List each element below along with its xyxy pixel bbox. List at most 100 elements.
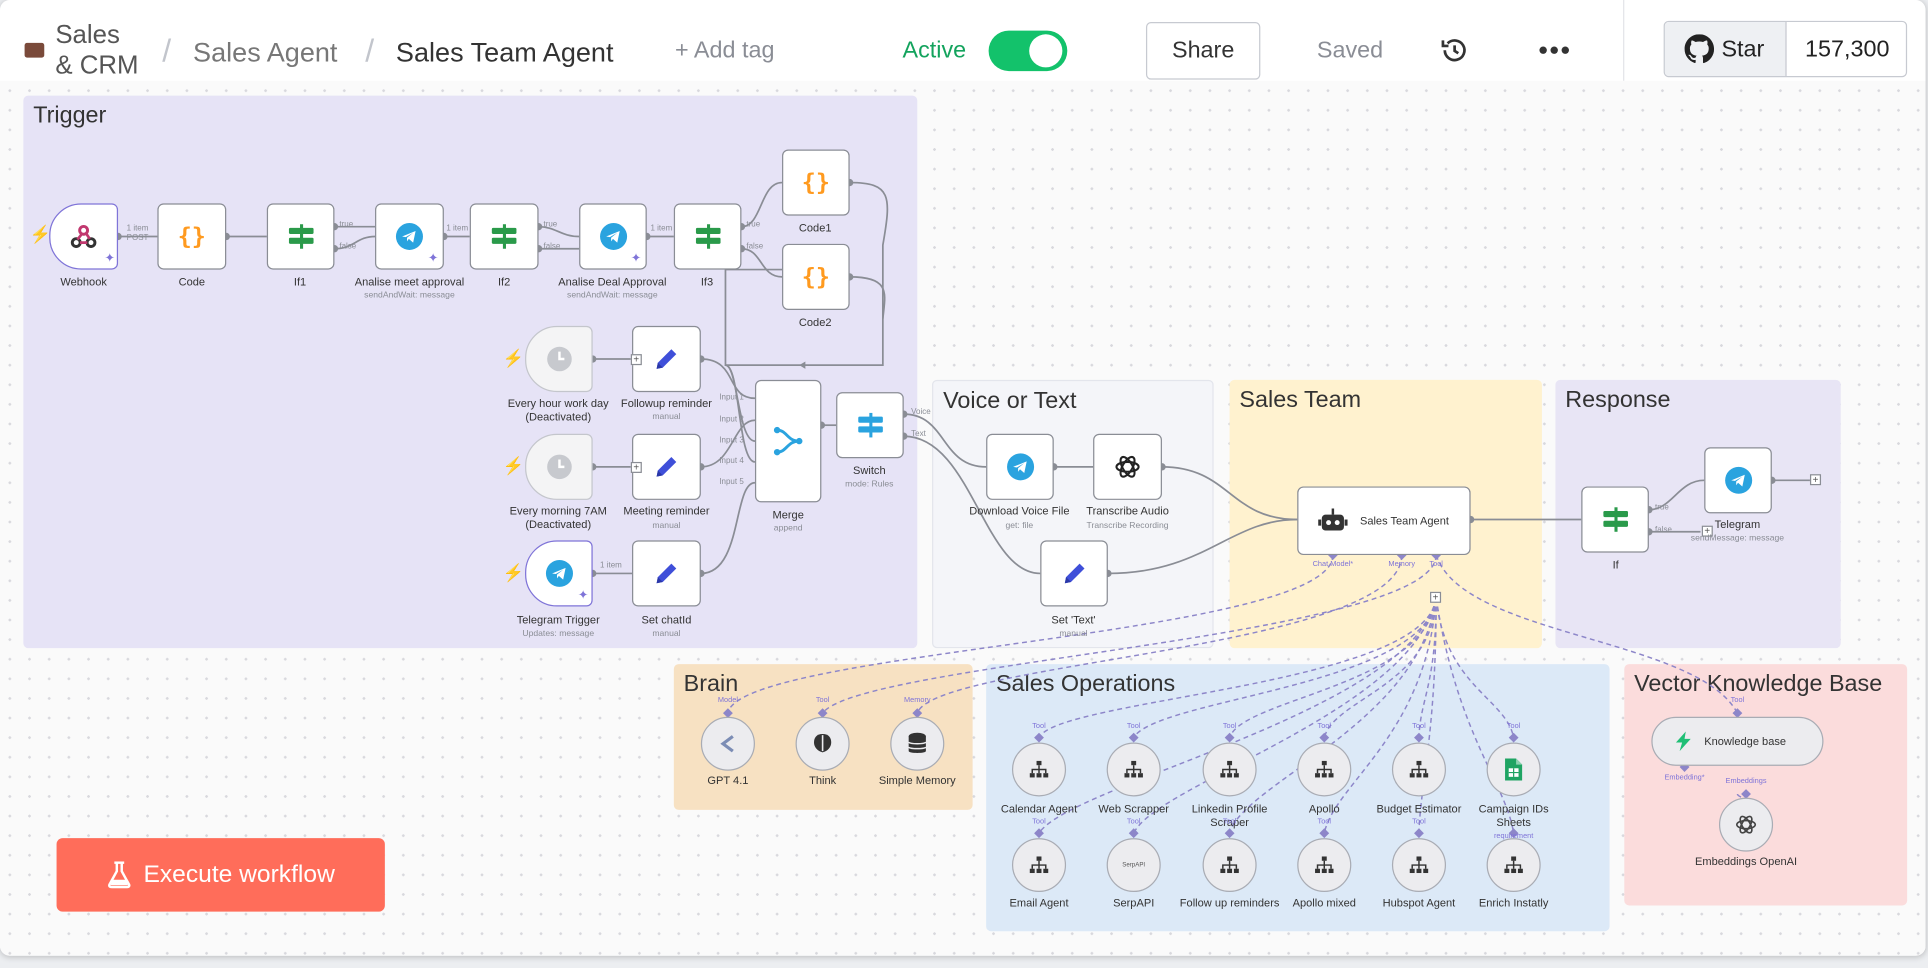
node-label: Webhook (60, 275, 107, 288)
project-name[interactable]: Sales & CRM (55, 20, 139, 80)
node-apollo[interactable] (1297, 742, 1352, 797)
node-label: Telegram (1714, 518, 1761, 531)
node-code2[interactable]: {} (782, 243, 850, 311)
node-set-text[interactable] (1040, 540, 1108, 607)
port-label: Chat Model* (1312, 561, 1354, 569)
node-label: Simple Memory (878, 774, 956, 787)
node-if1[interactable] (266, 203, 335, 270)
node-serpapi[interactable]: SerpAPI (1106, 838, 1161, 893)
port-label: Tool (1412, 818, 1426, 826)
active-toggle[interactable] (988, 30, 1068, 72)
star-segment[interactable]: Star (1664, 22, 1787, 76)
add-tag-button[interactable]: + Add tag (675, 37, 775, 64)
sticky-vector-kb[interactable]: Vector Knowledge Base (1624, 664, 1908, 906)
node-if3[interactable] (673, 203, 742, 270)
sticky-title: Sales Operations (995, 671, 1176, 698)
node-label: Analise meet approval (354, 275, 465, 288)
node-every-hour[interactable] (525, 325, 593, 393)
node-label: Switch (853, 464, 886, 477)
sitemap-icon (1220, 760, 1239, 778)
sticky-title: Vector Knowledge Base (1634, 671, 1883, 698)
node-followup-reminder[interactable] (632, 325, 701, 393)
node-label: Apollo mixed (1292, 896, 1356, 910)
node-label: Apollo (1308, 802, 1340, 815)
node-merge[interactable] (754, 379, 822, 503)
port-label: Tool (1730, 697, 1745, 705)
node-every-morning[interactable] (525, 433, 593, 500)
node-if2[interactable] (469, 203, 539, 270)
node-label: Followup reminder (620, 396, 712, 410)
node-switch[interactable] (836, 392, 904, 459)
telegram-icon (395, 223, 423, 250)
sticky-trigger[interactable]: Trigger (23, 95, 918, 649)
add-node-icon[interactable]: + (1701, 525, 1713, 537)
google-sheets-icon (1505, 758, 1523, 781)
webhook-icon (70, 224, 97, 249)
port-label: Embeddings (1725, 778, 1767, 786)
node-set-chatid[interactable] (632, 540, 701, 607)
node-enrich-instatly[interactable] (1486, 838, 1541, 893)
node-label: Email Agent (1009, 896, 1069, 910)
node-code[interactable]: {} (157, 203, 227, 270)
node-telegram[interactable] (1704, 447, 1772, 514)
add-node-icon[interactable]: + (1809, 474, 1822, 486)
node-think[interactable] (795, 716, 850, 771)
edge-label: Input 1 (719, 393, 744, 402)
node-download-voice[interactable] (986, 433, 1054, 500)
node-analise-deal[interactable] (579, 203, 647, 270)
node-followup-reminders[interactable] (1202, 838, 1257, 893)
pin-icon: ✦ (577, 589, 589, 603)
node-embeddings-openai[interactable] (1718, 797, 1774, 852)
sticky-title: Brain (683, 671, 739, 698)
github-star-button[interactable]: Star 157,300 (1663, 20, 1908, 78)
node-label: Sales Team Agent (1359, 514, 1449, 527)
port-label: Tool (1506, 722, 1521, 731)
node-email-agent[interactable] (1011, 838, 1067, 893)
add-node-icon[interactable]: + (630, 354, 642, 366)
node-meeting-reminder[interactable] (632, 433, 701, 500)
node-code1[interactable]: {} (782, 149, 850, 216)
add-tool-icon[interactable]: + (1430, 591, 1442, 603)
star-count: 157,300 (1805, 36, 1890, 63)
code-braces-icon: {} (801, 263, 830, 291)
sitemap-icon (1124, 760, 1143, 778)
switch-icon (857, 412, 883, 438)
node-hubspot-agent[interactable] (1391, 838, 1447, 893)
port-label: Tool (1222, 818, 1237, 826)
port-label: Tool (1032, 722, 1046, 731)
sitemap-icon (1409, 760, 1429, 778)
node-budget-estimator[interactable] (1391, 742, 1447, 797)
breadcrumb-parent[interactable]: Sales Agent (193, 36, 338, 68)
pin-icon: ✦ (427, 252, 439, 266)
node-gpt41[interactable] (700, 716, 755, 771)
node-label: Campaign IDs Sheets (1478, 802, 1549, 829)
node-sales-team-agent[interactable]: Sales Team Agent (1297, 486, 1471, 556)
node-linkedin-scraper[interactable] (1202, 742, 1257, 797)
edge-label: 1 item (126, 224, 149, 233)
node-simple-memory[interactable] (890, 716, 945, 771)
workflow-name[interactable]: Sales Team Agent (395, 36, 614, 68)
port-label: Tool (1429, 561, 1443, 569)
if-branch-icon (1602, 507, 1628, 532)
port-label: Tool (1126, 722, 1141, 731)
add-node-icon[interactable]: + (630, 461, 642, 473)
node-if[interactable] (1581, 486, 1649, 553)
node-webhook[interactable] (49, 203, 119, 270)
node-apollo-mixed[interactable] (1297, 838, 1352, 893)
more-options-icon[interactable] (1539, 45, 1569, 55)
edge-label: POST (126, 234, 149, 243)
node-knowledge-base[interactable]: Knowledge base (1651, 716, 1824, 766)
node-analise-meet[interactable] (375, 203, 444, 270)
edge-label: true (543, 220, 558, 230)
node-label: If3 (700, 275, 714, 288)
node-calendar-agent[interactable] (1011, 742, 1067, 797)
history-icon[interactable] (1440, 36, 1470, 65)
node-transcribe[interactable] (1093, 433, 1162, 500)
node-telegram-trigger[interactable] (525, 540, 593, 607)
node-label: Code1 (798, 221, 832, 235)
node-campaign-sheets[interactable] (1486, 742, 1541, 797)
node-web-scrapper[interactable] (1106, 742, 1161, 797)
share-button[interactable]: Share (1145, 22, 1261, 80)
execute-workflow-button[interactable]: Execute workflow (56, 838, 385, 912)
